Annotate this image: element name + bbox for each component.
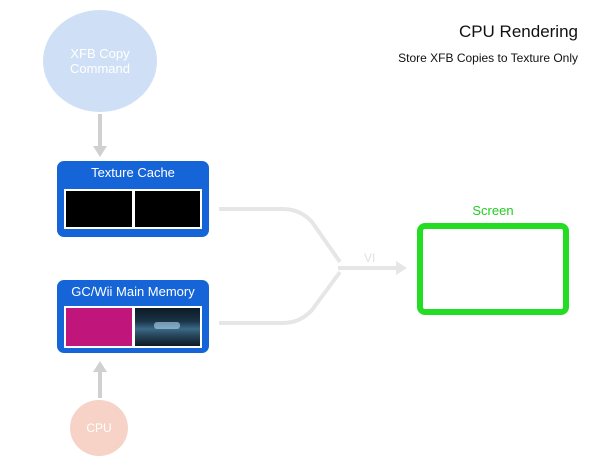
xfb-copy-command-node: XFB Copy Command	[43, 10, 157, 112]
diagram-title: CPU Rendering	[458, 22, 578, 41]
texture-cache-panel: Texture Cache	[57, 161, 209, 237]
texture-cache-slots	[64, 189, 202, 229]
game-frame-highlight	[154, 322, 181, 330]
vi-to-screen-arrowhead	[396, 261, 407, 275]
texture-cache-label: Texture Cache	[91, 165, 175, 180]
diagram-subtitle: Store XFB Copies to Texture Only	[398, 51, 578, 65]
memory-buffer-magenta	[66, 308, 132, 346]
screen-label: Screen	[472, 203, 514, 218]
screen-box	[417, 223, 569, 315]
main-memory-panel: GC/Wii Main Memory	[57, 280, 209, 353]
main-memory-label: GC/Wii Main Memory	[71, 284, 195, 299]
main-memory-slots	[64, 306, 202, 348]
cpu-label: CPU	[86, 420, 112, 435]
vi-label: VI	[364, 251, 375, 265]
xfb-to-cache-arrowhead	[93, 146, 107, 157]
cpu-to-memory-arrowhead	[93, 361, 107, 372]
cpu-node: CPU	[70, 400, 128, 456]
memory-to-vi-wire	[219, 270, 342, 325]
cache-to-vi-wire	[219, 207, 342, 264]
texture-slot-1	[66, 191, 132, 227]
texture-slot-2	[134, 191, 200, 227]
xfb-copy-command-label: XFB Copy Command	[70, 46, 130, 76]
memory-buffer-game-frame	[134, 308, 200, 346]
